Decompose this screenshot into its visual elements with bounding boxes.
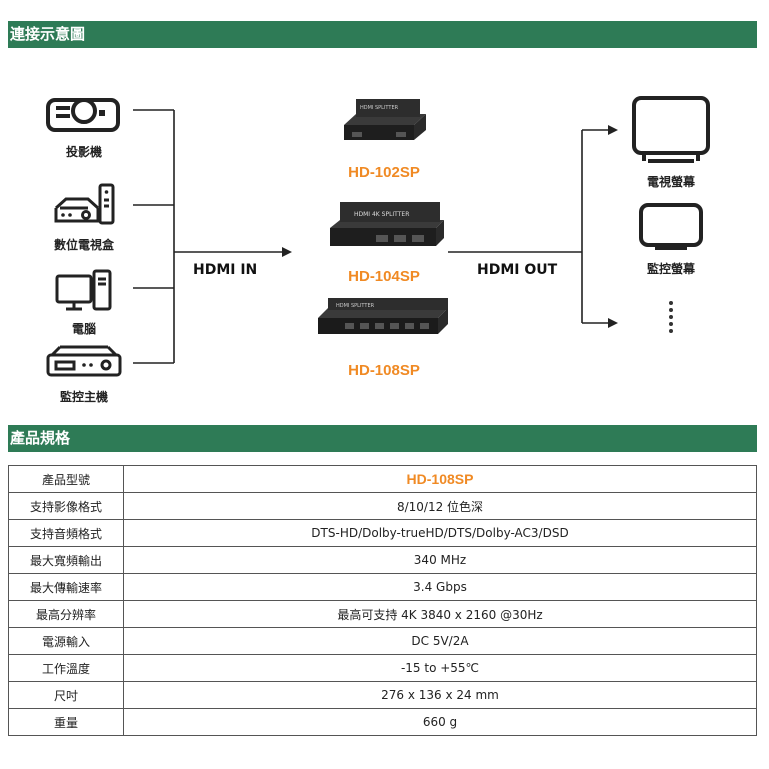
svg-text:HDMI SPLITTER: HDMI SPLITTER: [360, 105, 399, 111]
spec-value: 276 x 136 x 24 mm: [123, 681, 757, 709]
spec-key: 尺吋: [8, 681, 124, 709]
output-connector-lines: [448, 125, 618, 328]
spec-value: 最高可支持 4K 3840 x 2160 @30Hz: [123, 600, 757, 628]
table-row: 支持影像格式 8/10/12 位色深: [8, 492, 757, 520]
hdmi-out-label: HDMI OUT: [477, 262, 558, 278]
vertical-dots-icon: [669, 301, 673, 333]
spec-value: DC 5V/2A: [123, 627, 757, 655]
table-row: 電源輸入 DC 5V/2A: [8, 627, 757, 655]
source-label-dvr: 監控主機: [59, 390, 109, 404]
table-row: 尺吋 276 x 136 x 24 mm: [8, 681, 757, 709]
projector-icon: [46, 98, 120, 132]
dvr-icon: [46, 345, 122, 377]
source-label-set-top-box: 數位電視盒: [53, 238, 115, 252]
splitter-device-large: HDMI SPLITTER: [318, 298, 448, 334]
spec-value: 660 g: [123, 708, 757, 736]
spec-key: 最大寬頻輸出: [8, 546, 124, 574]
model-label-102: HD-102SP: [348, 164, 420, 181]
table-row: 最大寬頻輸出 340 MHz: [8, 546, 757, 574]
set-top-box-icon: [54, 183, 115, 225]
splitter-device-small: HDMI SPLITTER: [344, 99, 426, 140]
spec-value: DTS-HD/Dolby-trueHD/DTS/Dolby-AC3/DSD: [123, 519, 757, 547]
spec-key: 最大傳輸速率: [8, 573, 124, 601]
diagram-canvas: HDMI SPLITTER HDMI 4K SPLITTER HDMI SPLI…: [46, 96, 710, 377]
input-connector-lines: [133, 109, 292, 364]
svg-text:HDMI 4K SPLITTER: HDMI 4K SPLITTER: [354, 211, 409, 218]
spec-value: 8/10/12 位色深: [123, 492, 757, 520]
spec-value: HD-108SP: [123, 465, 757, 493]
tv-icon: [632, 96, 710, 163]
source-label-computer: 電腦: [71, 322, 97, 336]
spec-key: 重量: [8, 708, 124, 736]
display-label-tv: 電視螢幕: [646, 175, 696, 189]
spec-key: 支持音頻格式: [8, 519, 124, 547]
table-row: 工作溫度 -15 to +55℃: [8, 654, 757, 682]
spec-key: 工作溫度: [8, 654, 124, 682]
model-label-108: HD-108SP: [348, 362, 420, 379]
connection-diagram: HDMI SPLITTER HDMI 4K SPLITTER HDMI SPLI…: [0, 50, 769, 420]
splitter-device-medium: HDMI 4K SPLITTER: [330, 202, 444, 246]
spec-key: 產品型號: [8, 465, 124, 493]
source-label-projector: 投影機: [65, 145, 103, 159]
spec-table: 產品型號 HD-108SP 支持影像格式 8/10/12 位色深 支持音頻格式 …: [8, 465, 757, 736]
display-label-monitor: 監控螢幕: [646, 262, 696, 276]
table-row: 最大傳輸速率 3.4 Gbps: [8, 573, 757, 601]
table-row: 最高分辨率 最高可支持 4K 3840 x 2160 @30Hz: [8, 600, 757, 628]
computer-icon: [55, 269, 112, 311]
section-header-connection: 連接示意圖: [8, 21, 757, 48]
hdmi-in-label: HDMI IN: [193, 262, 258, 278]
spec-value: -15 to +55℃: [123, 654, 757, 682]
table-row: 支持音頻格式 DTS-HD/Dolby-trueHD/DTS/Dolby-AC3…: [8, 519, 757, 547]
spec-value: 340 MHz: [123, 546, 757, 574]
spec-key: 電源輸入: [8, 627, 124, 655]
section-header-spec: 產品規格: [8, 425, 757, 452]
table-row: 重量 660 g: [8, 708, 757, 736]
spec-key: 支持影像格式: [8, 492, 124, 520]
svg-text:HDMI SPLITTER: HDMI SPLITTER: [336, 303, 375, 309]
table-row: 產品型號 HD-108SP: [8, 465, 757, 493]
spec-value: 3.4 Gbps: [123, 573, 757, 601]
monitor-icon: [639, 203, 703, 250]
model-label-104: HD-104SP: [348, 268, 420, 285]
spec-key: 最高分辨率: [8, 600, 124, 628]
